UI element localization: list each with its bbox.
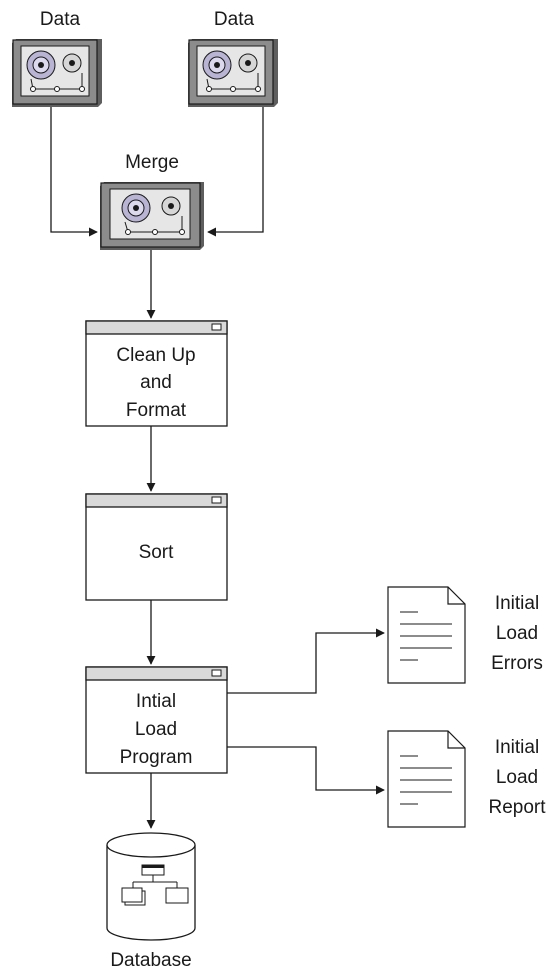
database-label: Database [110, 950, 191, 971]
tape-reel-icon [12, 39, 102, 107]
data-tape-1-label: Data [40, 9, 81, 30]
merge-tape-label: Merge [125, 152, 179, 173]
process-window-icon [211, 323, 222, 331]
load-line-2: Load [135, 719, 177, 740]
data2-to-merge-arrow [207, 107, 264, 237]
load-line-3: Program [120, 747, 193, 768]
data1-to-merge-arrow [50, 107, 98, 237]
load-process-box: Intial Load Program [85, 666, 228, 774]
process-window-icon [211, 496, 222, 504]
load-to-errors-arrow [227, 628, 385, 694]
org-chart-icon [121, 864, 189, 906]
cleanup-line-3: Format [126, 400, 187, 421]
database-cylinder-icon [106, 832, 196, 941]
tape-reel-icon [100, 182, 204, 250]
cleanup-line-2: and [140, 372, 172, 393]
load-to-report-arrow [227, 746, 385, 795]
document-icon [387, 730, 466, 828]
document-icon [387, 586, 466, 684]
data-tape-2-label: Data [214, 9, 255, 30]
tape-reel-icon [188, 39, 278, 107]
sort-process-box: Sort [85, 493, 228, 601]
errors-line-2: Load [496, 623, 538, 644]
errors-document: Initial Load Errors [387, 586, 543, 684]
report-document: Initial Load Report [387, 730, 546, 828]
report-line-1: Initial [495, 737, 539, 758]
errors-line-1: Initial [495, 593, 539, 614]
report-line-3: Report [488, 797, 546, 818]
load-line-1: Intial [136, 691, 176, 712]
cleanup-process-box: Clean Up and Format [85, 320, 228, 427]
cleanup-line-1: Clean Up [116, 345, 195, 366]
sort-line-1: Sort [139, 542, 175, 563]
errors-line-3: Errors [491, 653, 543, 674]
report-line-2: Load [496, 767, 538, 788]
process-window-icon [211, 669, 222, 677]
